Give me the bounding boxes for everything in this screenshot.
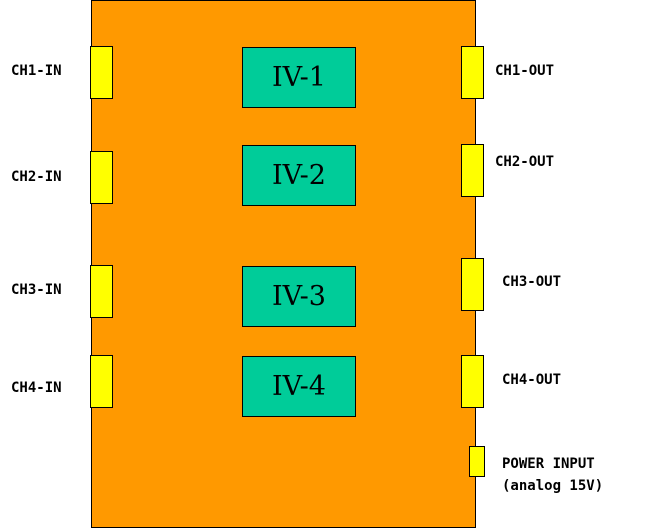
ch2-out-label: CH2-OUT: [495, 154, 555, 170]
module-label: IV-3: [272, 281, 326, 312]
power-voltage-label: (analog 15V): [502, 478, 604, 494]
module-iv-4: IV-4: [242, 356, 356, 417]
ch3-out-connector: [461, 258, 484, 311]
ch3-in-connector: [90, 265, 113, 318]
module-iv-2: IV-2: [242, 145, 356, 206]
ch1-in-label: CH1-IN: [11, 63, 62, 79]
ch1-out-label: CH1-OUT: [495, 63, 555, 79]
ch4-in-connector: [90, 355, 113, 408]
ch4-out-connector: [461, 355, 484, 408]
ch2-in-label: CH2-IN: [11, 169, 62, 185]
ch3-out-label: CH3-OUT: [502, 274, 562, 290]
ch1-out-connector: [461, 46, 484, 99]
module-iv-3: IV-3: [242, 266, 356, 327]
ch4-out-label: CH4-OUT: [502, 372, 562, 388]
module-iv-1: IV-1: [242, 47, 356, 108]
ch2-in-connector: [90, 151, 113, 204]
module-label: IV-1: [272, 62, 326, 93]
power-input-connector: [469, 446, 485, 477]
ch1-in-connector: [90, 46, 113, 99]
module-label: IV-4: [272, 371, 326, 402]
ch2-out-connector: [461, 144, 484, 197]
module-label: IV-2: [272, 160, 326, 191]
circuit-board: IV-1 IV-2 IV-3 IV-4: [91, 0, 476, 528]
ch4-in-label: CH4-IN: [11, 380, 62, 396]
ch3-in-label: CH3-IN: [11, 282, 62, 298]
power-input-label: POWER INPUT: [502, 456, 595, 472]
